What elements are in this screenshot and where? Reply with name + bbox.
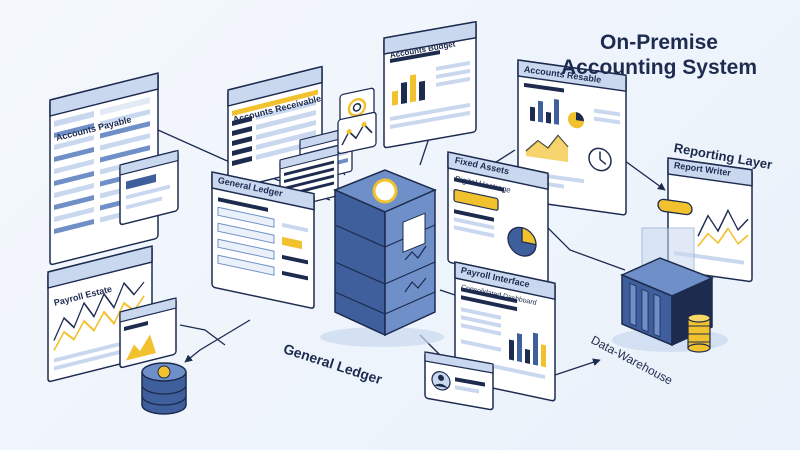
- coin-stack: [687, 313, 711, 353]
- central-server: [320, 169, 444, 347]
- connector-estate: [179, 324, 226, 346]
- connector-dw-arrow: [554, 358, 601, 376]
- window-fixed-assets: [447, 151, 549, 284]
- data-warehouse: [612, 227, 728, 353]
- title-line-2: Accounting System: [560, 56, 758, 79]
- diagram-title: On-Premise Accounting System: [544, 30, 774, 80]
- card-trend: [337, 111, 377, 155]
- connector-db: [184, 319, 251, 363]
- window-accounts-budget: [383, 20, 477, 149]
- title-line-1: On-Premise: [600, 31, 718, 54]
- database-cylinder: [141, 362, 187, 415]
- window-estate-detail: [119, 297, 177, 369]
- window-profile: [424, 351, 494, 411]
- window-general-ledger: [211, 171, 315, 309]
- window-ap-detail: [119, 149, 179, 226]
